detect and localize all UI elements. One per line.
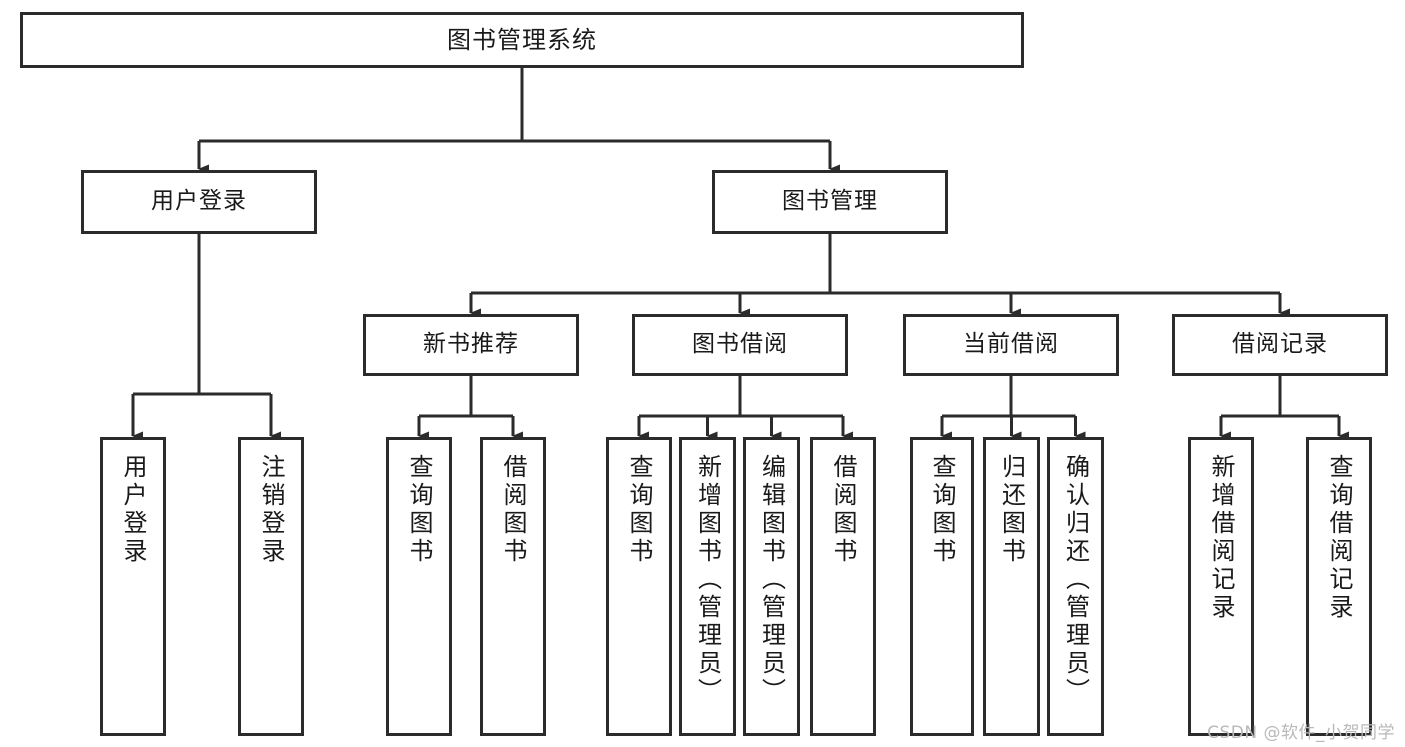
node-leaf-add-record[interactable]: 新增借阅记录	[1188, 437, 1254, 736]
edges-group	[131, 68, 1349, 441]
node-leaf-query-book-3[interactable]: 查询图书	[910, 437, 974, 736]
node-leaf-confirm-return[interactable]: 确认归还（管理员）	[1047, 437, 1104, 736]
node-current-borrow[interactable]: 当前借阅	[903, 314, 1119, 376]
node-label-user-login: 用户登录	[151, 188, 247, 215]
node-label-leaf-query-book-1: 查询图书	[405, 454, 433, 566]
node-label-leaf-borrow-book-2: 借阅图书	[829, 454, 857, 566]
node-label-leaf-add-book: 新增图书（管理员）	[693, 454, 722, 706]
node-root[interactable]: 图书管理系统	[20, 12, 1024, 68]
node-leaf-query-book-2[interactable]: 查询图书	[606, 437, 672, 736]
node-label-borrow-record: 借阅记录	[1232, 331, 1328, 358]
node-book-borrow[interactable]: 图书借阅	[632, 314, 848, 376]
node-leaf-query-record[interactable]: 查询借阅记录	[1306, 437, 1372, 736]
node-user-login[interactable]: 用户登录	[81, 170, 317, 234]
node-book-manage[interactable]: 图书管理	[712, 170, 948, 234]
node-label-leaf-user-logout: 注销登录	[257, 454, 285, 566]
node-leaf-user-logout[interactable]: 注销登录	[238, 437, 304, 736]
node-label-book-manage: 图书管理	[782, 188, 878, 215]
node-leaf-edit-book[interactable]: 编辑图书（管理员）	[743, 437, 800, 736]
node-label-leaf-query-book-3: 查询图书	[928, 454, 956, 566]
node-label-leaf-query-book-2: 查询图书	[625, 454, 653, 566]
node-label-new-book-rec: 新书推荐	[423, 331, 519, 358]
node-leaf-query-book-1[interactable]: 查询图书	[386, 437, 452, 736]
node-borrow-record[interactable]: 借阅记录	[1172, 314, 1388, 376]
node-label-leaf-add-record: 新增借阅记录	[1207, 454, 1235, 622]
node-leaf-add-book[interactable]: 新增图书（管理员）	[679, 437, 736, 736]
node-leaf-borrow-book-2[interactable]: 借阅图书	[810, 437, 876, 736]
node-leaf-user-login[interactable]: 用户登录	[100, 437, 166, 736]
node-label-leaf-user-login: 用户登录	[119, 454, 147, 566]
node-label-leaf-return-book: 归还图书	[997, 454, 1026, 566]
watermark-label: CSDN @软件_小贺同学	[1207, 723, 1395, 743]
node-leaf-borrow-book-1[interactable]: 借阅图书	[480, 437, 546, 736]
node-label-root: 图书管理系统	[447, 25, 597, 54]
node-label-leaf-query-record: 查询借阅记录	[1325, 454, 1353, 622]
node-label-book-borrow: 图书借阅	[692, 331, 788, 358]
node-new-book-rec[interactable]: 新书推荐	[363, 314, 579, 376]
node-label-current-borrow: 当前借阅	[963, 331, 1059, 358]
node-leaf-return-book[interactable]: 归还图书	[983, 437, 1040, 736]
node-label-leaf-borrow-book-1: 借阅图书	[499, 454, 527, 566]
node-label-leaf-confirm-return: 确认归还（管理员）	[1061, 454, 1090, 706]
node-label-leaf-edit-book: 编辑图书（管理员）	[757, 454, 786, 706]
